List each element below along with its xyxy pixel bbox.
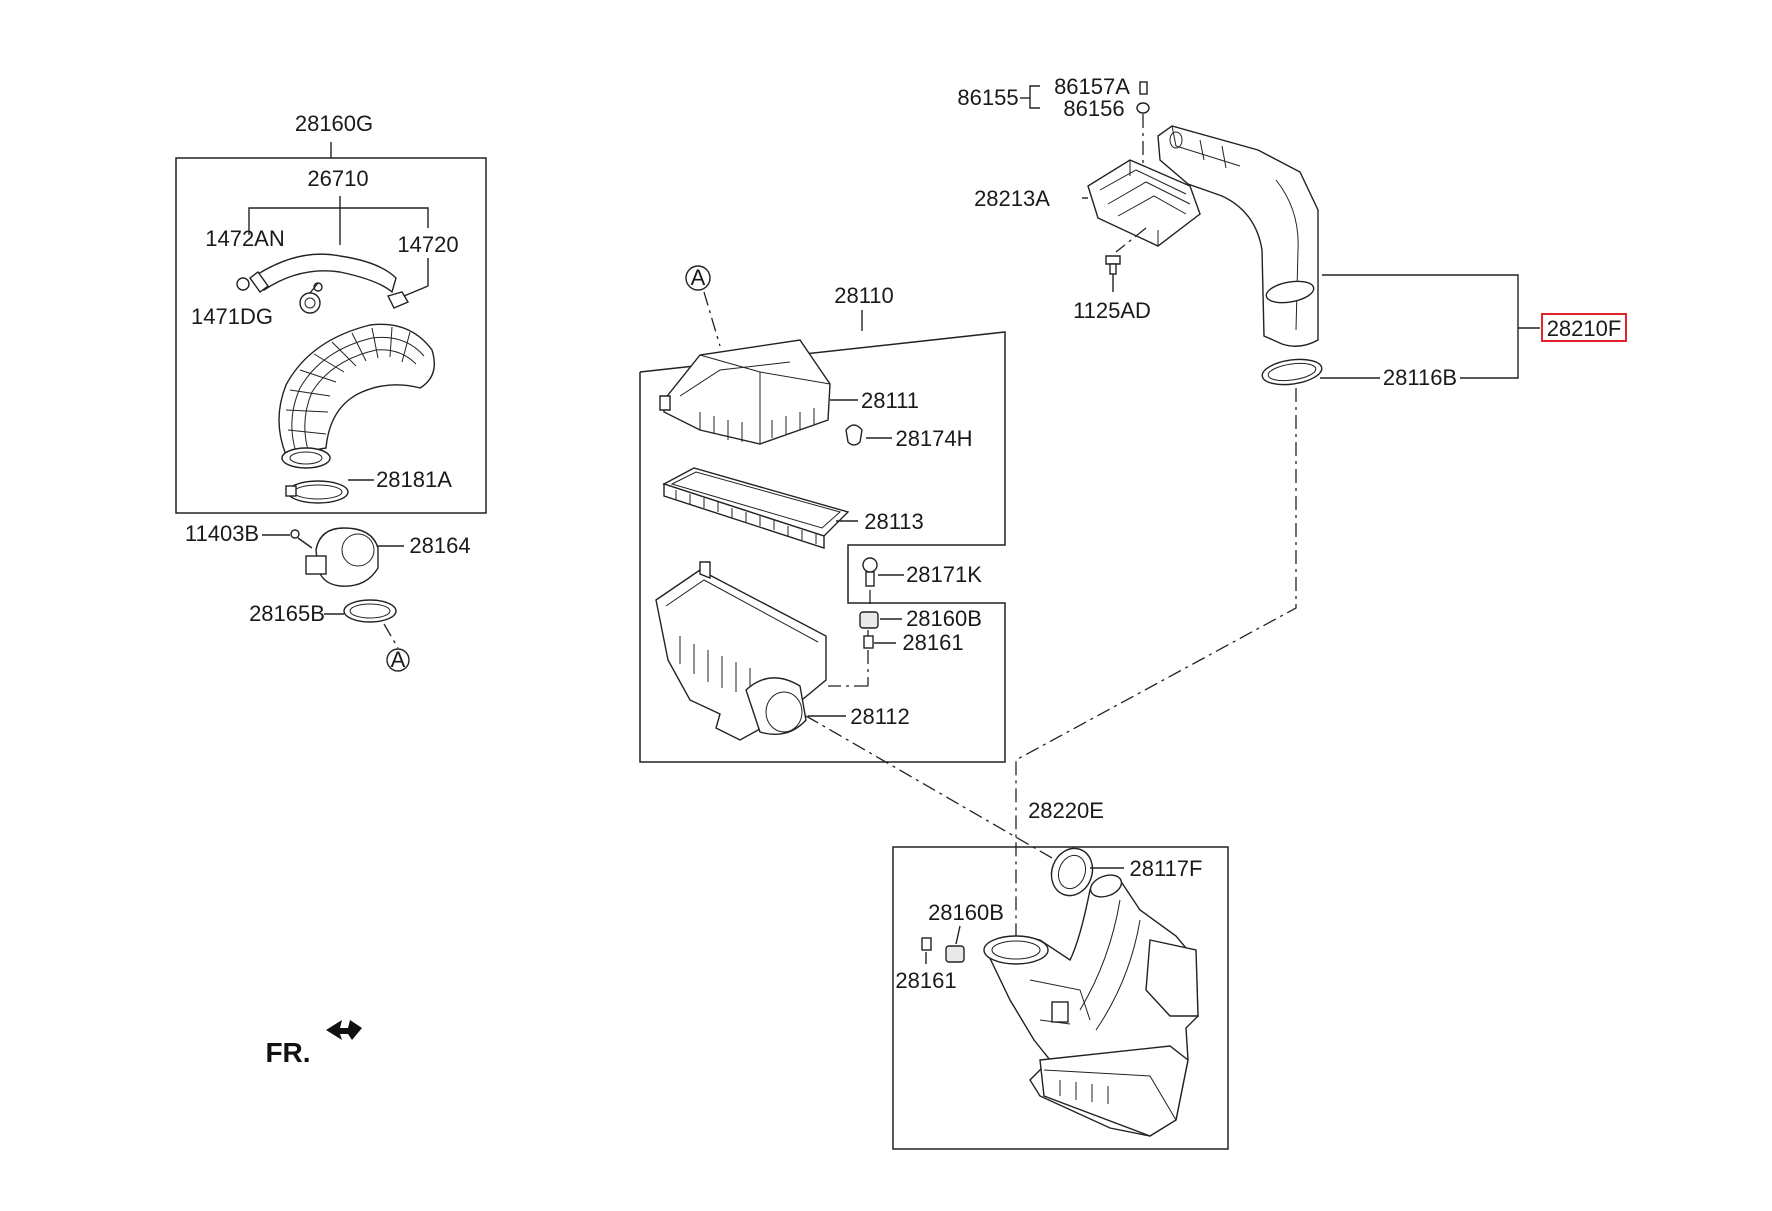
label-28174h[interactable]: 28174H xyxy=(895,426,972,451)
label-86155[interactable]: 86155 xyxy=(957,85,1018,110)
front-direction-indicator: FR. xyxy=(265,1020,362,1068)
label-28171k[interactable]: 28171K xyxy=(906,562,982,587)
grommet-28160b-bottom-part xyxy=(945,945,965,963)
label-a-top[interactable]: A xyxy=(691,265,706,290)
pin-28161-top-part xyxy=(863,635,874,649)
label-28116b[interactable]: 28116B xyxy=(1383,365,1457,390)
label-28213a[interactable]: 28213A xyxy=(974,186,1050,211)
reference-a-circle-top xyxy=(685,265,711,291)
label-86156[interactable]: 86156 xyxy=(1063,96,1124,121)
group-28110: 28110 A 28111 28174H 28113 xyxy=(639,265,1006,763)
label-28160g[interactable]: 28160G xyxy=(295,111,373,136)
front-label: FR. xyxy=(265,1037,310,1068)
label-28210f[interactable]: 28210F xyxy=(1547,316,1622,341)
group-box-28220e xyxy=(892,846,1229,1150)
group-28210f: 86155 86157A 86156 28213A 1125AD xyxy=(957,74,1627,950)
label-28161-top[interactable]: 28161 xyxy=(902,630,963,655)
reference-a-circle-left xyxy=(386,648,410,672)
screw-86157a-part xyxy=(1139,81,1148,95)
label-28220e[interactable]: 28220E xyxy=(1028,798,1104,823)
label-11403b[interactable]: 11403B xyxy=(185,521,259,546)
label-28160b-top[interactable]: 28160B xyxy=(906,606,982,631)
label-26710[interactable]: 26710 xyxy=(307,166,368,191)
group-box-28110 xyxy=(639,331,1006,763)
clamp-28181a-part xyxy=(285,480,349,504)
air-cleaner-body-part xyxy=(655,561,827,741)
air-filter-element-part xyxy=(662,467,850,549)
link-line-28112-28117f xyxy=(805,715,1053,859)
label-28164[interactable]: 28164 xyxy=(409,533,470,558)
label-28161-bottom[interactable]: 28161 xyxy=(895,968,956,993)
air-cleaner-cover-part xyxy=(659,339,831,445)
clip-28174h-part xyxy=(845,424,863,446)
bolt-28171k-part xyxy=(862,557,878,587)
resonator-28220e-part xyxy=(983,874,1199,1137)
pin-28161-bottom-part xyxy=(921,937,932,951)
air-duct-part xyxy=(1157,125,1319,347)
group-28160g: 28160G 26710 1472AN 14720 1471DG xyxy=(175,111,487,514)
label-86157a[interactable]: 86157A xyxy=(1054,74,1130,99)
label-28113[interactable]: 28113 xyxy=(864,509,924,534)
mass-air-flow-sensor-group: 11403B 28164 28165B A xyxy=(185,521,471,672)
breather-hose-part xyxy=(236,253,429,309)
seal-28117f-part xyxy=(1050,847,1094,897)
group-28220e: 28220E 28117F 28160B 28161 xyxy=(892,798,1229,1150)
air-intake-hose-part xyxy=(278,282,435,469)
label-28181a[interactable]: 28181A xyxy=(376,467,452,492)
sensor-28164-part xyxy=(315,527,379,587)
label-28117f[interactable]: 28117F xyxy=(1130,856,1203,881)
label-28160b-bottom[interactable]: 28160B xyxy=(928,900,1004,925)
group-box-28160g xyxy=(175,157,487,514)
gasket-28165b-part xyxy=(343,599,397,623)
highlight-box-28210f xyxy=(1541,313,1627,342)
seal-28116b-part xyxy=(1261,358,1323,386)
label-1471dg[interactable]: 1471DG xyxy=(191,304,273,329)
label-14720[interactable]: 14720 xyxy=(397,232,458,257)
nut-86156-part xyxy=(1136,102,1150,114)
grommet-28160b-top-part xyxy=(859,611,879,629)
label-1472an[interactable]: 1472AN xyxy=(205,226,285,251)
label-1125ad[interactable]: 1125AD xyxy=(1073,298,1151,323)
label-28111[interactable]: 28111 xyxy=(861,388,919,413)
resonator-28213a-part xyxy=(1087,159,1201,247)
label-28110[interactable]: 28110 xyxy=(834,283,894,308)
label-28112[interactable]: 28112 xyxy=(850,704,910,729)
front-arrow-icon xyxy=(326,1020,362,1040)
label-a-left[interactable]: A xyxy=(391,647,406,672)
label-28165b[interactable]: 28165B xyxy=(249,601,325,626)
